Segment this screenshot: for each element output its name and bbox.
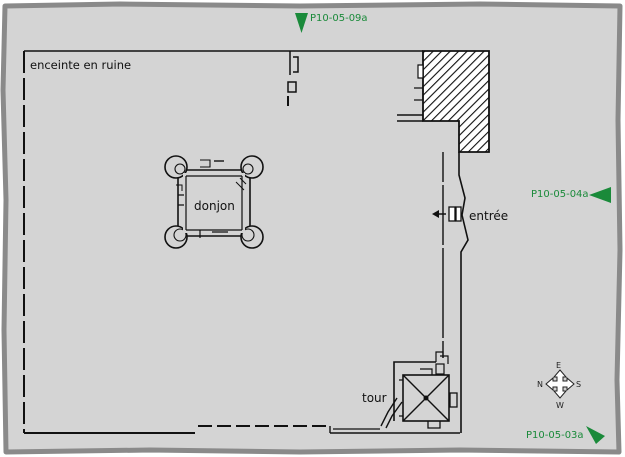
compass-east-label: E	[556, 361, 561, 370]
curtain-wall	[23, 50, 469, 434]
tower	[380, 355, 458, 429]
entrance-arrowhead	[432, 210, 439, 218]
entree-label: entrée	[469, 209, 508, 223]
compass-south-label: S	[576, 380, 581, 389]
viewpoint-marker-icon	[589, 187, 611, 203]
ne-building-ruins	[397, 50, 490, 153]
compass-arrows-icon	[545, 369, 575, 399]
photo-point-label: P10-05-09a	[310, 13, 368, 24]
photo-point-label: P10-05-04a	[531, 189, 589, 200]
compass-west-label: W	[556, 401, 564, 410]
enceinte-label: enceinte en ruine	[30, 58, 131, 72]
donjon-label: donjon	[194, 199, 235, 213]
entrance	[432, 206, 462, 222]
photo-point-p10-05-09a: P10-05-09a	[295, 13, 368, 33]
photo-point-p10-05-04a: P10-05-04a	[531, 187, 611, 203]
photo-point-label: P10-05-03a	[526, 430, 584, 441]
tour-label: tour	[362, 391, 387, 405]
viewpoint-marker-icon	[295, 13, 308, 33]
compass-north-label: N	[537, 380, 543, 389]
donjon-keep	[164, 155, 264, 249]
north-gate	[287, 51, 299, 106]
viewpoint-marker-icon	[586, 426, 605, 444]
photo-point-p10-05-03a: P10-05-03a	[526, 426, 605, 444]
compass-rose	[545, 369, 575, 399]
